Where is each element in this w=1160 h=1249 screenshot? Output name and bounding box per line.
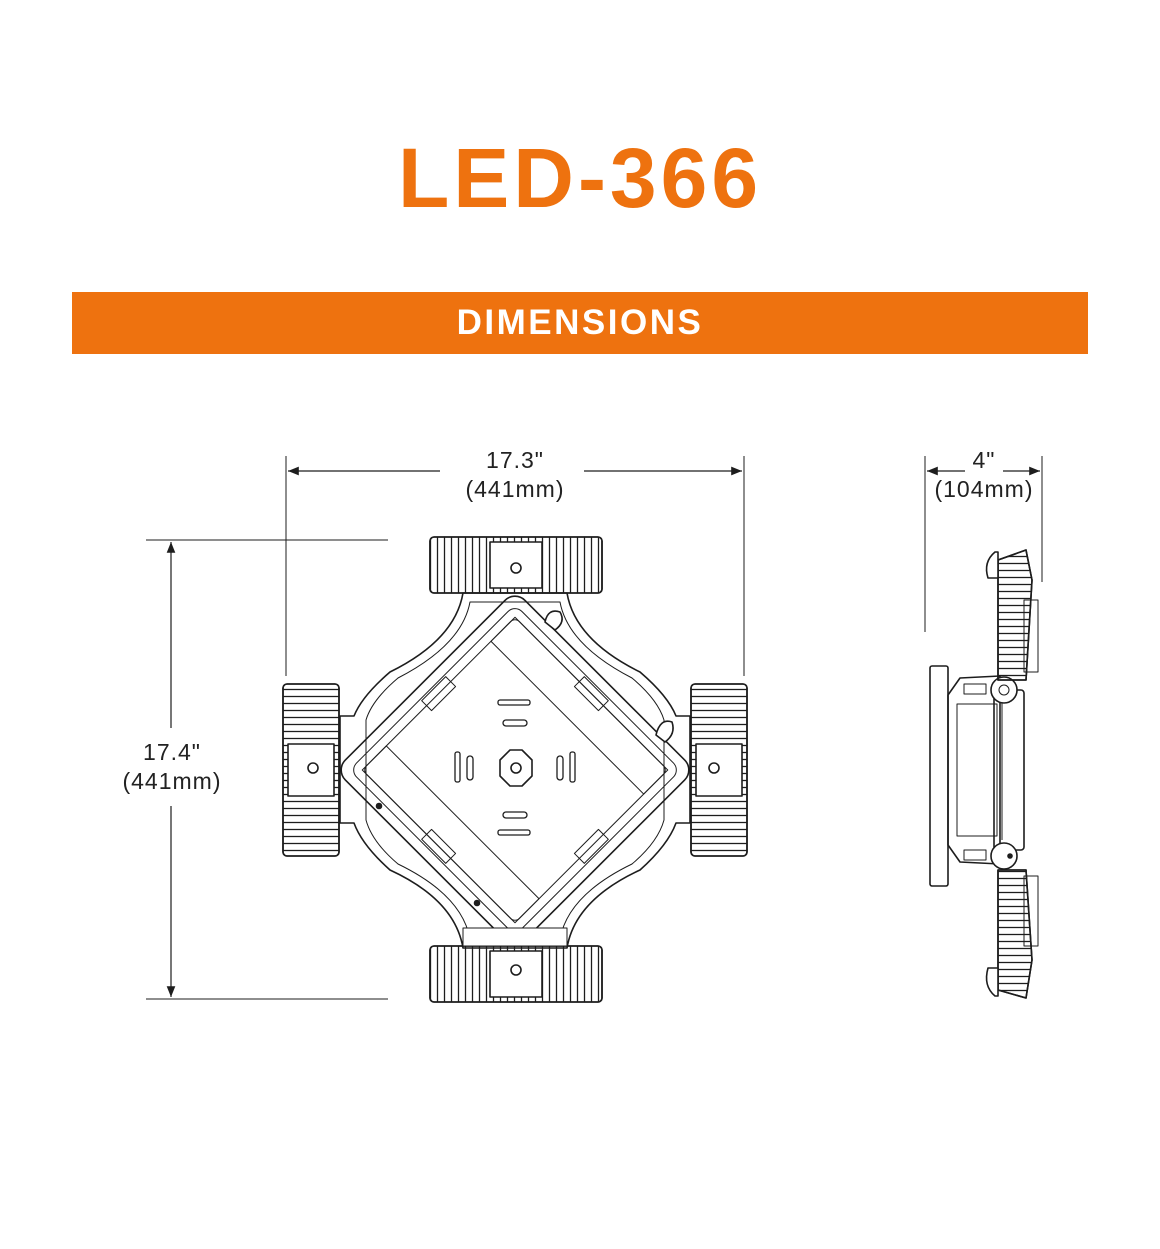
side-fins-top — [985, 549, 1039, 681]
heatsink-bottom — [429, 927, 603, 1003]
product-title: LED-366 — [397, 131, 763, 225]
center-hub — [499, 749, 533, 787]
width-mm-label: (441mm) — [465, 476, 564, 502]
height-mm-label: (441mm) — [122, 768, 221, 794]
mounting-slots — [454, 699, 576, 836]
width-dimension: 17.3" (441mm) — [285, 447, 745, 676]
mounting-plate — [929, 665, 949, 887]
side-housing — [993, 689, 1025, 851]
heatsink-top — [429, 536, 603, 631]
depth-dimension: 4" (104mm) — [924, 447, 1043, 632]
side-view — [929, 549, 1039, 999]
depth-mm-label: (104mm) — [934, 476, 1033, 502]
knuckle-top — [990, 676, 1018, 704]
section-label: DIMENSIONS — [456, 303, 704, 342]
knuckle-bottom — [990, 842, 1018, 870]
height-inches-label: 17.4" — [143, 739, 201, 765]
side-fins-bottom — [985, 869, 1039, 999]
height-dimension: 17.4" (441mm) — [122, 539, 388, 1000]
section-banner: DIMENSIONS — [72, 292, 1088, 354]
width-inches-label: 17.3" — [486, 447, 544, 473]
heatsink-right — [655, 683, 748, 857]
light-panel — [340, 595, 690, 945]
front-view — [282, 536, 748, 1003]
heatsink-left — [282, 683, 340, 857]
depth-inches-label: 4" — [973, 447, 996, 473]
front-body-outline — [339, 592, 691, 949]
